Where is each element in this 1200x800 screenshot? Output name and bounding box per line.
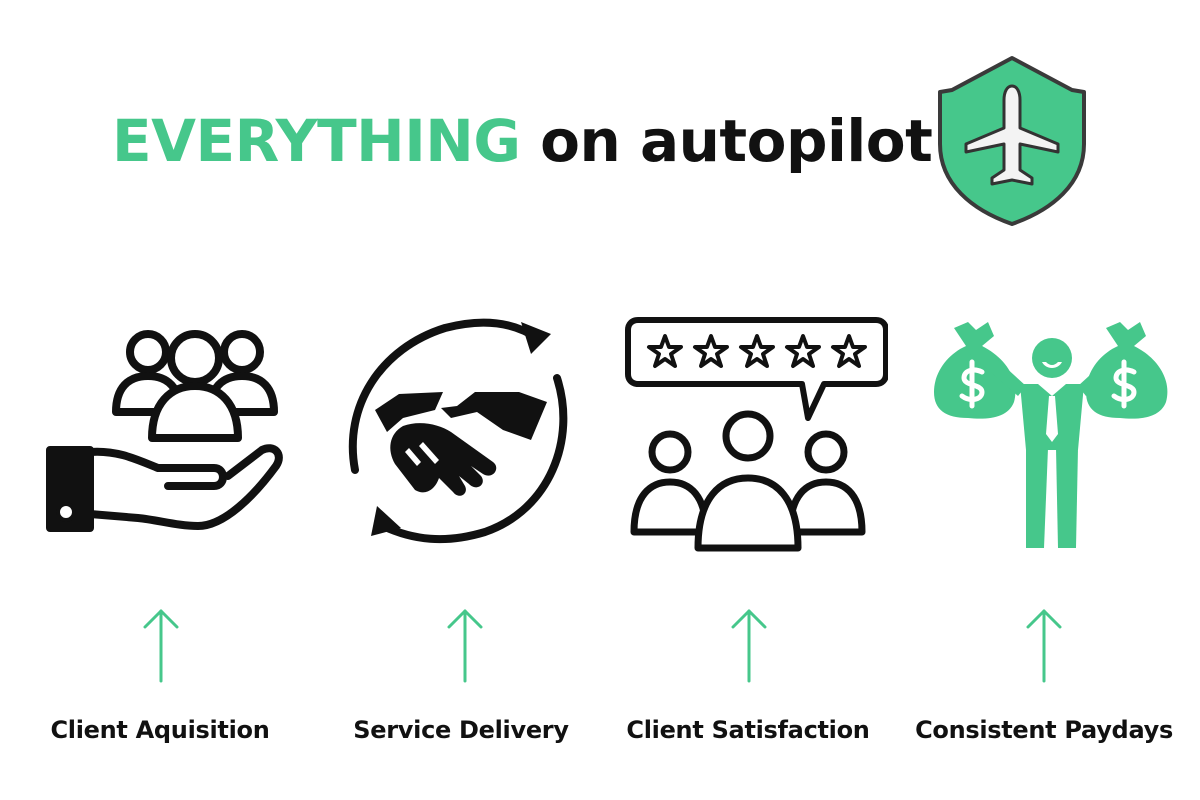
pillar-label-client-satisfaction: Client Satisfaction [626, 716, 870, 744]
headline: EVERYTHING on autopilot [112, 106, 933, 176]
up-arrow-icon [731, 609, 767, 683]
headline-accent: EVERYTHING [112, 107, 521, 175]
five-star-review-icon [625, 317, 888, 552]
shield-airplane-icon [938, 56, 1086, 226]
person-money-bags-icon [934, 322, 1168, 548]
headline-rest: on autopilot [540, 107, 933, 175]
pillar-label-service-delivery: Service Delivery [353, 716, 569, 744]
up-arrow-icon [143, 609, 179, 683]
up-arrow-icon [447, 609, 483, 683]
hand-holding-people-icon [46, 330, 283, 532]
up-arrow-icon [1026, 609, 1062, 683]
pillar-label-client-aquisition: Client Aquisition [50, 716, 270, 744]
pillar-label-consistent-paydays: Consistent Paydays [915, 716, 1173, 744]
handshake-cycle-icon [348, 318, 568, 544]
